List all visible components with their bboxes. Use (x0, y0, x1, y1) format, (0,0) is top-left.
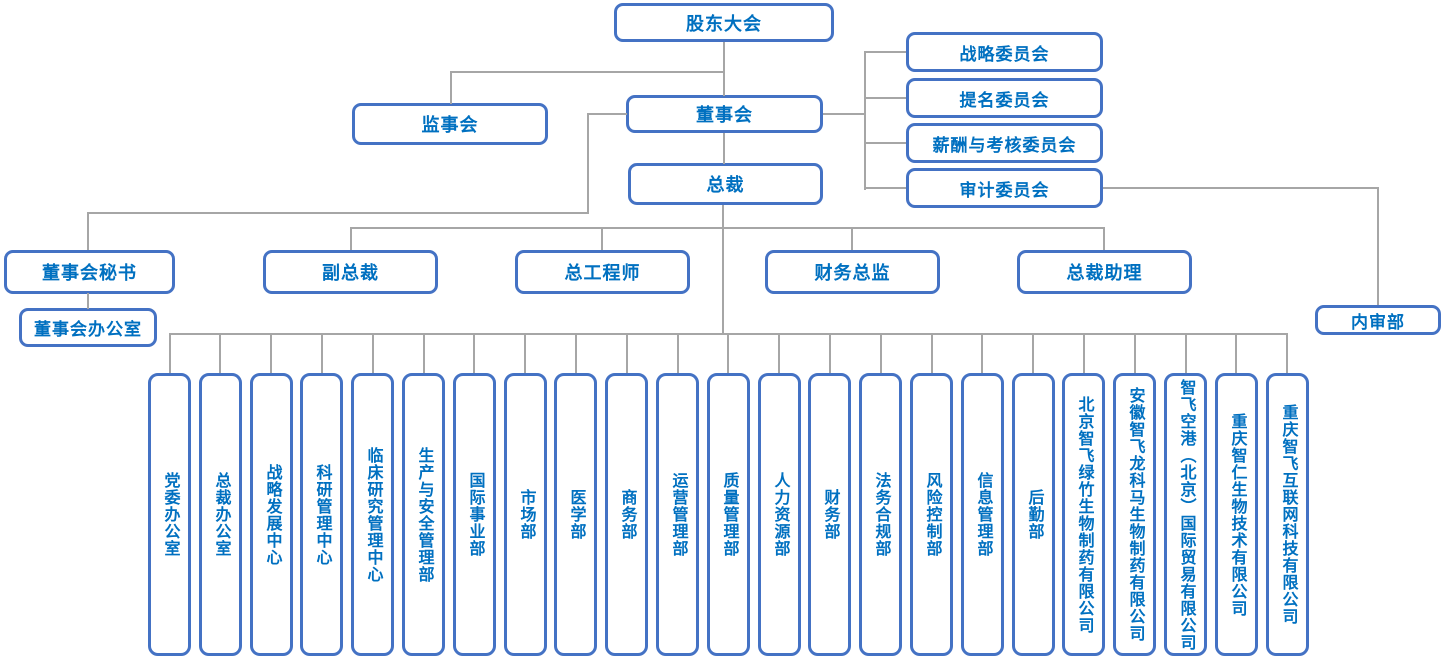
connector-line (829, 333, 831, 373)
committee-box-0: 战略委员会 (906, 32, 1103, 72)
connector-line (1377, 187, 1379, 305)
connector-line (677, 333, 679, 373)
connector-line (1235, 333, 1237, 373)
connector-line (219, 333, 221, 373)
committee-box-1: 提名委员会 (906, 78, 1103, 118)
executive-box-3: 财务总监 (765, 250, 940, 294)
executive-box-1: 副总裁 (263, 250, 438, 294)
connector-line (864, 51, 866, 190)
executive-box-4: 总裁助理 (1017, 250, 1192, 294)
shareholders-meeting-box: 股东大会 (614, 3, 834, 42)
board-of-directors-box: 董事会 (626, 95, 823, 133)
department-box-0: 党委办公室 (148, 373, 191, 656)
department-box-16: 信息管理部 (961, 373, 1004, 656)
connector-line (587, 113, 589, 213)
connector-line (722, 205, 724, 335)
connector-line (473, 333, 475, 373)
connector-line (450, 71, 452, 104)
department-box-8: 医学部 (554, 373, 597, 656)
department-box-21: 重庆智仁生物技术有限公司 (1215, 373, 1258, 656)
connector-line (1286, 333, 1288, 373)
connector-line (524, 333, 526, 373)
connector-line (87, 293, 89, 309)
department-box-9: 商务部 (605, 373, 648, 656)
connector-line (864, 142, 906, 144)
supervisory-board-box: 监事会 (352, 103, 548, 145)
connector-line (372, 333, 374, 373)
connector-line (823, 113, 865, 115)
connector-line (626, 333, 628, 373)
connector-line (321, 333, 323, 373)
connector-line (727, 333, 729, 373)
department-box-20: 智飞空港（北京）国际贸易有限公司 (1164, 373, 1207, 656)
connector-line (723, 133, 725, 164)
connector-line (931, 333, 933, 373)
department-box-2: 战略发展中心 (250, 373, 293, 656)
department-box-15: 风险控制部 (910, 373, 953, 656)
connector-line (1134, 333, 1136, 373)
connector-line (350, 227, 1104, 229)
connector-line (270, 333, 272, 373)
committee-box-2: 薪酬与考核委员会 (906, 123, 1103, 163)
connector-line (587, 113, 627, 115)
connector-line (601, 227, 603, 250)
connector-line (169, 333, 171, 373)
connector-line (1083, 333, 1085, 373)
connector-line (723, 42, 725, 96)
connector-line (87, 212, 589, 214)
connector-line (1103, 187, 1379, 189)
department-box-22: 重庆智飞互联网科技有限公司 (1266, 373, 1309, 656)
connector-line (87, 212, 89, 250)
board-office-box: 董事会办公室 (19, 308, 157, 347)
connector-line (450, 71, 724, 73)
connector-line (350, 227, 352, 250)
department-box-19: 安徽智飞龙科马生物制药有限公司 (1113, 373, 1156, 656)
department-box-12: 人力资源部 (758, 373, 801, 656)
executive-box-0: 董事会秘书 (4, 250, 175, 294)
connector-line (880, 333, 882, 373)
connector-line (423, 333, 425, 373)
connector-line (575, 333, 577, 373)
connector-line (864, 97, 906, 99)
president-box: 总裁 (628, 163, 823, 205)
department-box-18: 北京智飞绿竹生物制药有限公司 (1062, 373, 1105, 656)
department-box-13: 财务部 (808, 373, 851, 656)
executive-box-2: 总工程师 (515, 250, 690, 294)
committee-box-3: 审计委员会 (906, 168, 1103, 208)
department-box-6: 国际事业部 (453, 373, 496, 656)
connector-line (1032, 333, 1034, 373)
connector-line (981, 333, 983, 373)
internal-audit-box: 内审部 (1315, 305, 1441, 335)
connector-line (851, 227, 853, 250)
department-box-3: 科研管理中心 (300, 373, 343, 656)
department-box-4: 临床研究管理中心 (351, 373, 394, 656)
department-box-14: 法务合规部 (859, 373, 902, 656)
connector-line (1103, 227, 1105, 250)
department-box-11: 质量管理部 (707, 373, 750, 656)
department-box-17: 后勤部 (1012, 373, 1055, 656)
connector-line (864, 187, 906, 189)
connector-line (864, 51, 906, 53)
department-box-7: 市场部 (504, 373, 547, 656)
department-box-5: 生产与安全管理部 (402, 373, 445, 656)
connector-line (778, 333, 780, 373)
connector-line (1185, 333, 1187, 373)
department-box-10: 运营管理部 (656, 373, 699, 656)
department-box-1: 总裁办公室 (199, 373, 242, 656)
